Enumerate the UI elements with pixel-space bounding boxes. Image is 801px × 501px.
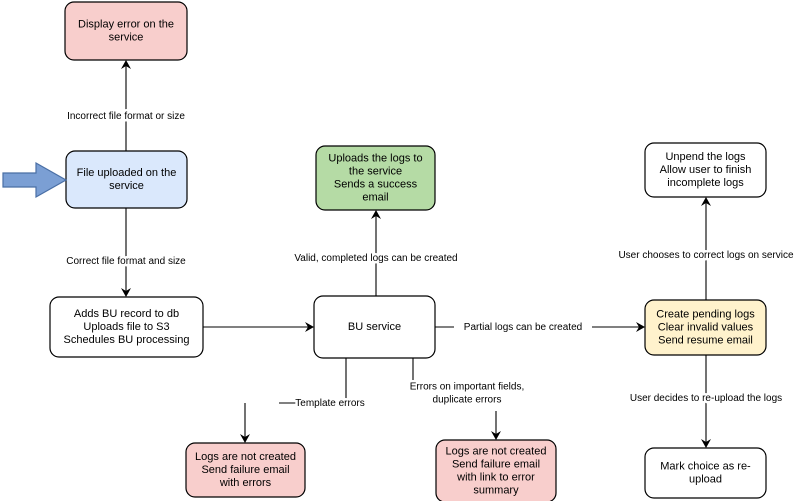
edge-label-halo: Incorrect file format or size <box>67 111 185 122</box>
edge-label: Partial logs can be created <box>464 322 582 333</box>
start-arrow-layer <box>2 161 68 199</box>
node-shape[interactable] <box>644 142 767 198</box>
node-label: Mark choice as re-upload <box>660 460 751 485</box>
edge-label-halo: Valid, completed logs can be created <box>294 253 457 264</box>
node-shape[interactable] <box>49 296 204 358</box>
edge-label-halo: User chooses to correct logs on service <box>618 250 794 261</box>
arrow-head-icon <box>121 60 131 69</box>
node-shape[interactable] <box>315 145 436 211</box>
start-input-arrow <box>2 161 68 199</box>
edge-label-halo: Correct file format and size <box>66 256 186 267</box>
edge-create-pending-logs-to-unpend-logs: User chooses to correct logs on serviceU… <box>616 197 796 300</box>
arrow-head-icon <box>701 197 711 206</box>
edge-label: Valid, completed logs can be created <box>294 253 457 264</box>
node-shape[interactable] <box>185 442 306 498</box>
edge-label: Errors on important fields,duplicate err… <box>410 381 525 405</box>
edge-label-halo: User decides to re-upload the logs <box>630 393 782 404</box>
bu-service-node[interactable]: BU service <box>313 295 436 359</box>
edge-label-halo: Template errors <box>295 398 364 409</box>
arrow-head-icon <box>371 210 381 219</box>
arrow-head-icon <box>121 288 131 297</box>
edge-label: User chooses to correct logs on service <box>618 250 794 261</box>
node-shape[interactable] <box>435 439 557 501</box>
edge-adds-bu-record-to-bu-service <box>203 322 314 332</box>
edge-label: Template errors <box>295 398 364 409</box>
arrow-head-icon <box>240 434 250 443</box>
edge-bu-service-to-uploads-logs: Valid, completed logs can be createdVali… <box>292 210 460 296</box>
edge-path <box>244 358 347 439</box>
edge-label-halo: Partial logs can be created <box>464 322 582 333</box>
arrow-head-icon <box>701 439 711 448</box>
node-label: BU service <box>348 321 401 333</box>
edge-label-halo: Errors on important fields,duplicate err… <box>410 381 525 405</box>
edge-label: User decides to re-upload the logs <box>630 393 782 404</box>
node-shape[interactable] <box>644 299 767 356</box>
edge-label: Incorrect file format or size <box>67 111 185 122</box>
edge-path <box>412 358 497 436</box>
node-shape[interactable] <box>644 447 767 499</box>
arrow-head-icon <box>636 322 645 332</box>
mark-choice-reupload-node[interactable]: Mark choice as re-upload <box>644 447 767 499</box>
node-shape[interactable] <box>64 1 188 61</box>
arrow-head-icon <box>491 431 501 440</box>
edge-bu-service-to-logs-not-created-summary: Errors on important fields,duplicate err… <box>407 358 527 440</box>
arrow-head-icon <box>305 322 314 332</box>
node-shape[interactable] <box>313 295 436 359</box>
edge-label: Correct file format and size <box>66 256 186 267</box>
